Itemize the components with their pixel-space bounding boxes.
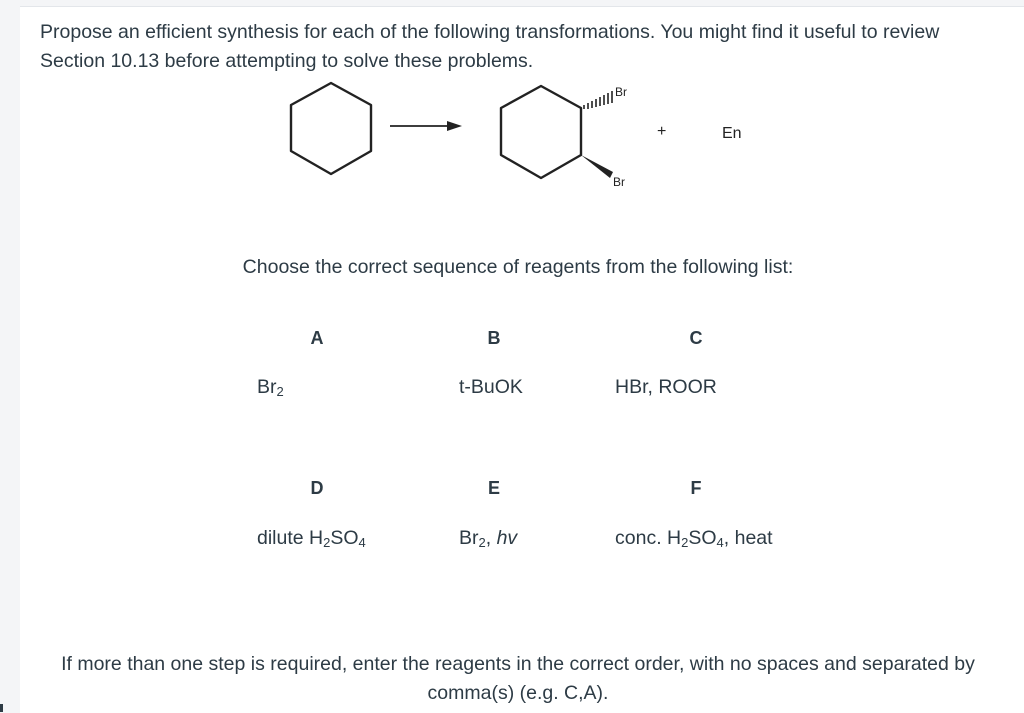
- reagent-e-text-2: ,: [485, 527, 497, 549]
- reagent-a-text: Br: [257, 376, 277, 398]
- reagent-letter-d: D: [310, 478, 324, 498]
- reagent-d-text-2: SO: [330, 527, 359, 549]
- reagent-f: conc. H2SO4, heat: [615, 527, 773, 550]
- reagent-f-text-2: SO: [688, 527, 717, 549]
- reagent-f-subscript-2: 4: [716, 535, 724, 550]
- reagent-a: Br2: [257, 376, 284, 399]
- reagent-letter-f: F: [690, 478, 702, 498]
- reagent-e-subscript: 2: [478, 535, 486, 550]
- page-edge-mark: [0, 704, 3, 712]
- reagent-d-subscript-1: 2: [323, 535, 331, 550]
- reagent-a-subscript: 2: [276, 384, 284, 399]
- reagent-f-subscript-1: 2: [681, 535, 689, 550]
- reagent-c-text: HBr, ROOR: [615, 376, 717, 398]
- answer-instructions: If more than one step is required, enter…: [61, 653, 975, 704]
- reagent-b: t-BuOK: [459, 376, 523, 399]
- reagent-f-text: conc. H: [615, 527, 682, 549]
- reagent-e-text: Br: [459, 527, 479, 549]
- reagent-letter-a: A: [310, 328, 324, 348]
- reagent-c: HBr, ROOR: [615, 376, 717, 399]
- reagent-b-text: t-BuOK: [459, 376, 523, 398]
- instruction-text: Choose the correct sequence of reagents …: [242, 256, 794, 278]
- reagent-letter-b: B: [487, 328, 501, 348]
- reagent-e-italic: hv: [496, 527, 518, 549]
- reagent-f-text-3: , heat: [723, 527, 773, 549]
- reagent-d-text: dilute H: [257, 527, 324, 549]
- reagent-letter-e: E: [487, 478, 500, 498]
- reagent-d: dilute H2SO4: [257, 527, 366, 550]
- reagent-list: A B C Br2 t-BuOK HBr, ROOR D E F dilute …: [257, 328, 773, 550]
- reagent-d-subscript-2: 4: [358, 535, 366, 550]
- question-prompt: Propose an efficient synthesis for each …: [40, 21, 940, 72]
- reagent-e: Br2, hv: [459, 527, 517, 550]
- reagent-letter-c: C: [689, 328, 703, 348]
